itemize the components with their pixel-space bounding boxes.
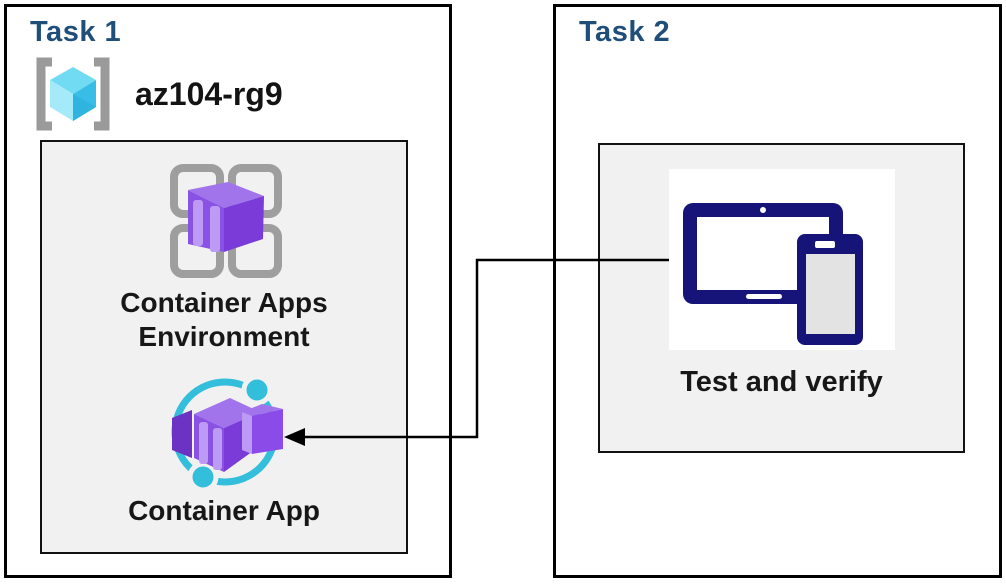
task2-box: Task 2 Test and verify <box>553 4 1002 578</box>
container-app-icon <box>171 374 283 493</box>
resource-group-label: az104-rg9 <box>135 75 283 112</box>
devices-icon <box>683 203 863 345</box>
task2-title: Task 2 <box>579 16 671 48</box>
task1-box: Task 1 az104-rg9 <box>4 4 452 578</box>
resource-group-icon <box>36 57 110 131</box>
test-panel: Test and verify <box>598 143 965 453</box>
environment-panel: Container Apps Environment Container App <box>40 140 408 554</box>
devices-icon-area <box>669 169 895 350</box>
task1-title: Task 1 <box>30 16 122 48</box>
container-app-label: Container App <box>128 495 320 526</box>
container-apps-environment-icon <box>170 164 282 278</box>
resource-group: az104-rg9 <box>28 55 283 133</box>
test-and-verify-label: Test and verify <box>680 366 883 398</box>
container-apps-environment-label: Container Apps Environment <box>120 287 328 352</box>
